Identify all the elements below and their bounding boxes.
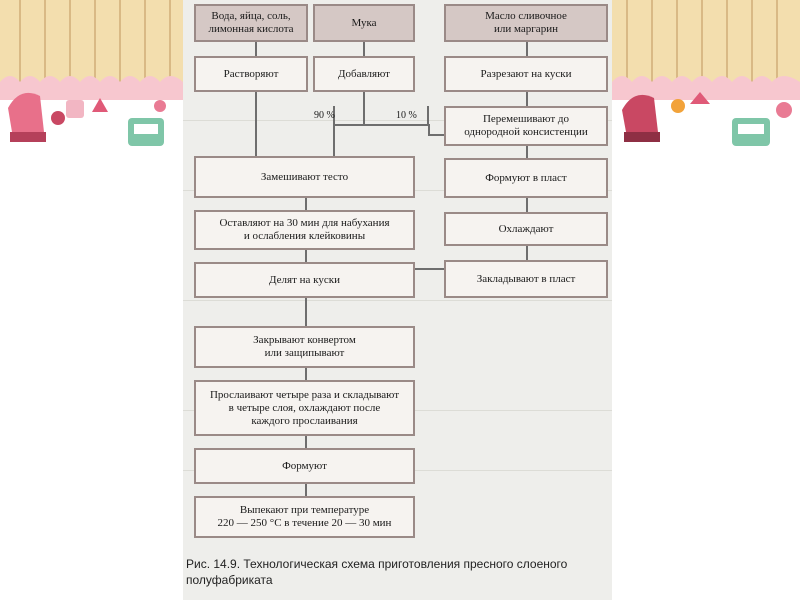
step-label: Растворяют — [223, 67, 279, 80]
connector-line — [333, 124, 428, 126]
header-box-butter: Масло сливочное или маргарин — [444, 4, 608, 42]
step-label: Формуют в пласт — [485, 171, 567, 184]
connector-line — [526, 40, 528, 56]
step-form-sheet: Формуют в пласт — [444, 158, 608, 198]
step-cut-pieces: Разрезают на куски — [444, 56, 608, 92]
step-label: Закрывают конвертом или защипывают — [253, 334, 356, 359]
connector-line — [255, 40, 257, 56]
connector-line — [414, 268, 446, 270]
connector-line — [526, 90, 528, 106]
step-insert-sheet: Закладывают в пласт — [444, 260, 608, 298]
header-box-flour: Мука — [313, 4, 415, 42]
cake-slice-icon — [92, 98, 108, 112]
kitchen-decor-left — [0, 0, 183, 160]
step-label: Охлаждают — [498, 222, 554, 235]
connector-line — [305, 482, 307, 496]
connector-line — [363, 40, 365, 56]
cupcake-icon — [690, 92, 710, 104]
connector-line — [363, 90, 365, 124]
step-label: Выпекают при температуре 220 — 250 °С в … — [217, 504, 392, 529]
connector-line — [305, 434, 307, 448]
step-label: Перемешивают до однородной консистенции — [464, 113, 588, 138]
step-label: Закладывают в пласт — [476, 272, 576, 285]
figure-caption: Рис. 14.9. Технологическая схема пригото… — [186, 557, 568, 587]
header-label: Мука — [351, 16, 377, 29]
step-label: Замешивают тесто — [260, 170, 349, 183]
step-shape: Формуют — [194, 448, 415, 484]
step-divide-pieces: Делят на куски — [194, 262, 415, 298]
step-bake: Выпекают при температуре 220 — 250 °С в … — [194, 496, 415, 538]
step-label: Формуют — [282, 459, 327, 472]
connector-line — [305, 248, 307, 262]
connector-line — [333, 124, 335, 156]
step-mix-smooth: Перемешивают до однородной консистенции — [444, 106, 608, 146]
step-envelope-fold: Закрывают конвертом или защипывают — [194, 326, 415, 368]
step-rest-30-min: Оставляют на 30 мин для набухания и осла… — [194, 210, 415, 250]
mixer-icon — [622, 94, 660, 142]
flour-split-10: 10 % — [396, 110, 417, 121]
scale-icon — [128, 118, 164, 146]
connector-line — [305, 366, 307, 380]
step-label: Оставляют на 30 мин для набухания и осла… — [219, 217, 390, 242]
step-label: Разрезают на куски — [480, 67, 572, 80]
step-chill: Охлаждают — [444, 212, 608, 246]
donut-icon — [154, 100, 166, 112]
connector-line — [333, 106, 335, 126]
jar-icon — [66, 100, 84, 118]
fruit-icon — [671, 99, 685, 113]
step-label: Прослаивают четыре раза и складывают в ч… — [209, 388, 400, 427]
connector-line — [305, 296, 307, 326]
connector-line — [427, 106, 429, 126]
step-add-flour: Добавляют — [313, 56, 415, 92]
connector-line — [428, 134, 446, 136]
connector-line — [526, 196, 528, 212]
header-box-ingredients: Вода, яйца, соль, лимонная кислота — [194, 4, 308, 42]
connector-line — [428, 124, 430, 134]
header-label: Вода, яйца, соль, лимонная кислота — [208, 10, 294, 35]
step-laminate: Прослаивают четыре раза и складывают в ч… — [194, 380, 415, 436]
flour-split-90: 90 % — [314, 110, 335, 121]
connector-line — [255, 90, 257, 156]
cherry-icon — [51, 111, 65, 125]
mixer-icon — [8, 92, 46, 142]
header-label: Масло сливочное или маргарин — [485, 10, 567, 35]
step-label: Делят на куски — [269, 273, 340, 286]
kitchen-decor-right — [612, 0, 800, 160]
connector-line — [526, 244, 528, 260]
connector-line — [526, 144, 528, 158]
step-label: Добавляют — [338, 67, 390, 80]
step-knead-dough: Замешивают тесто — [194, 156, 415, 198]
step-dissolve: Растворяют — [194, 56, 308, 92]
donut-icon — [776, 102, 792, 118]
scale-icon — [732, 118, 770, 146]
connector-line — [305, 196, 307, 210]
